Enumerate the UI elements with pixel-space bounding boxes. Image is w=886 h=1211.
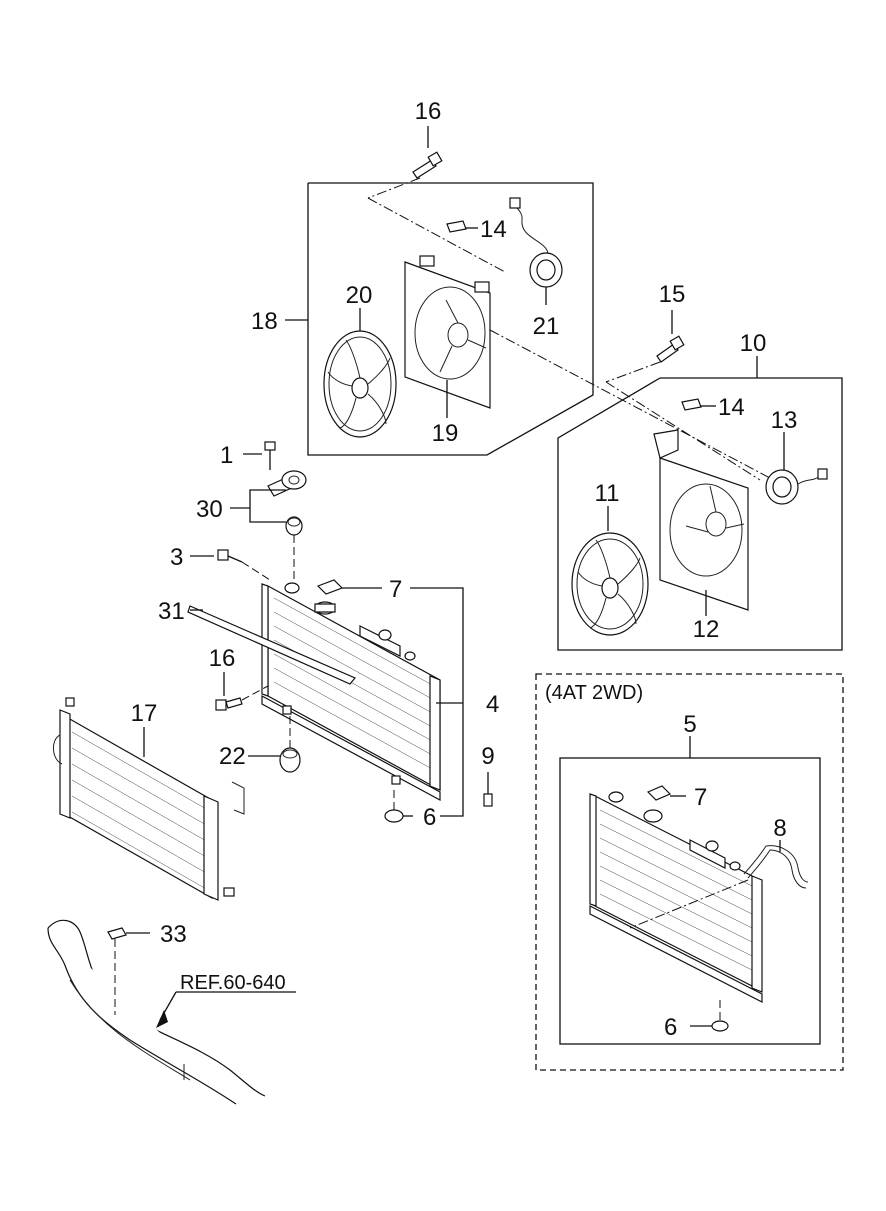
fan-blade-11 <box>571 506 649 636</box>
variant-label: (4AT 2WD) <box>545 682 643 704</box>
callout-11: 11 <box>595 480 620 507</box>
bolt-16-top <box>412 126 443 179</box>
bolt-16-lower <box>215 672 269 711</box>
callout-31: 31 <box>158 598 185 625</box>
callout-20: 20 <box>346 282 373 309</box>
callout-22: 22 <box>219 743 246 770</box>
reference-label: REF.60-640 <box>180 972 286 994</box>
bracket-insulator-30 <box>267 470 307 585</box>
callout-33: 33 <box>160 921 187 948</box>
callout-5: 5 <box>683 711 696 738</box>
fan-shroud-assembly-18 <box>285 126 594 456</box>
callout-16-top: 16 <box>415 98 442 125</box>
callout-14-right: 14 <box>718 394 745 421</box>
callout-10: 10 <box>740 330 767 357</box>
callout-15: 15 <box>659 281 686 308</box>
callout-7-variant: 7 <box>694 784 707 811</box>
variant-4at-2wd-box <box>535 673 844 1071</box>
clip-9 <box>483 793 493 807</box>
bolt-3 <box>190 549 271 581</box>
callout-13: 13 <box>771 407 798 434</box>
callout-1: 1 <box>220 442 233 469</box>
callout-8: 8 <box>773 815 786 842</box>
fan-shroud-12 <box>653 429 749 616</box>
callout-19: 19 <box>432 420 459 447</box>
mount-insulator-22 <box>248 716 301 773</box>
fan-motor-21 <box>509 197 563 305</box>
callout-3: 3 <box>170 544 183 571</box>
callout-6-variant: 6 <box>664 1014 677 1041</box>
radiator-4 <box>187 579 493 823</box>
front-cross-member <box>47 919 296 1105</box>
mounting-bracket-parts <box>190 441 307 585</box>
fan-shroud-19 <box>404 255 491 418</box>
callout-7-main: 7 <box>389 576 402 603</box>
callout-30: 30 <box>196 496 223 523</box>
callout-9: 9 <box>481 743 494 770</box>
callout-21: 21 <box>533 313 560 340</box>
callout-6-main: 6 <box>423 804 436 831</box>
fan-blade-20 <box>323 308 397 438</box>
callout-12: 12 <box>693 616 720 643</box>
bolt-1 <box>264 441 276 470</box>
fan-motor-13 <box>765 432 828 505</box>
callout-4: 4 <box>486 691 499 718</box>
callout-18: 18 <box>251 308 278 335</box>
callout-16-lower: 16 <box>209 645 236 672</box>
condenser-17 <box>53 697 245 901</box>
callout-14-top: 14 <box>480 216 507 243</box>
fan-shroud-assembly-10 <box>489 310 843 651</box>
callout-17: 17 <box>131 700 158 727</box>
bolt-15 <box>656 310 685 363</box>
